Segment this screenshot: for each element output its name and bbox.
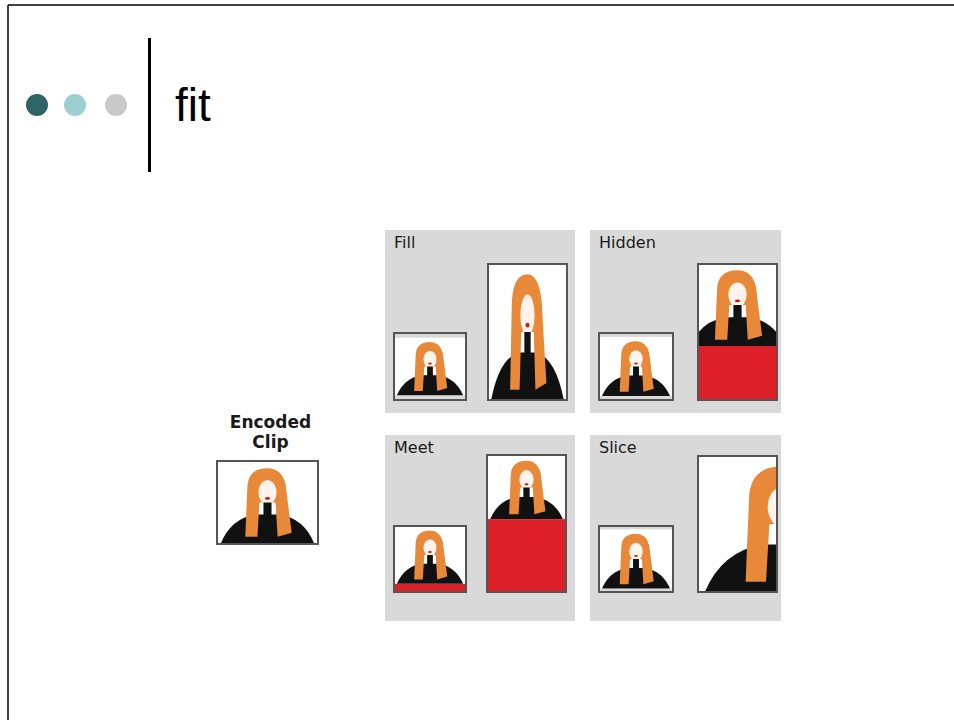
fit-mode-panel: Meet <box>385 435 575 621</box>
panel-label: Meet <box>394 438 434 458</box>
clip-picture <box>217 461 318 544</box>
bullet-dot <box>64 94 86 116</box>
slide-title: fit <box>175 78 211 132</box>
slide-border <box>7 5 9 720</box>
panel-label: Slice <box>599 438 637 458</box>
fit-mode-panel: Fill <box>385 230 575 413</box>
bullet-dot <box>26 94 48 116</box>
panel-label: Fill <box>394 233 415 253</box>
meet-pictures <box>394 455 566 592</box>
title-bar <box>148 38 151 172</box>
hidden-pictures <box>599 264 789 400</box>
slide-border <box>8 4 954 6</box>
fit-mode-panel: Slice <box>590 435 781 621</box>
clip-label: Encoded Clip <box>207 412 334 452</box>
panel-ground <box>385 435 575 621</box>
fill-pictures <box>394 264 567 400</box>
panel-label: Hidden <box>599 233 656 253</box>
slice-pictures <box>599 456 868 592</box>
bullet-dot <box>105 94 127 116</box>
fit-mode-panel: Hidden <box>590 230 781 413</box>
clip-frame: Encoded Clip <box>207 412 334 546</box>
panel-ground <box>385 230 575 413</box>
